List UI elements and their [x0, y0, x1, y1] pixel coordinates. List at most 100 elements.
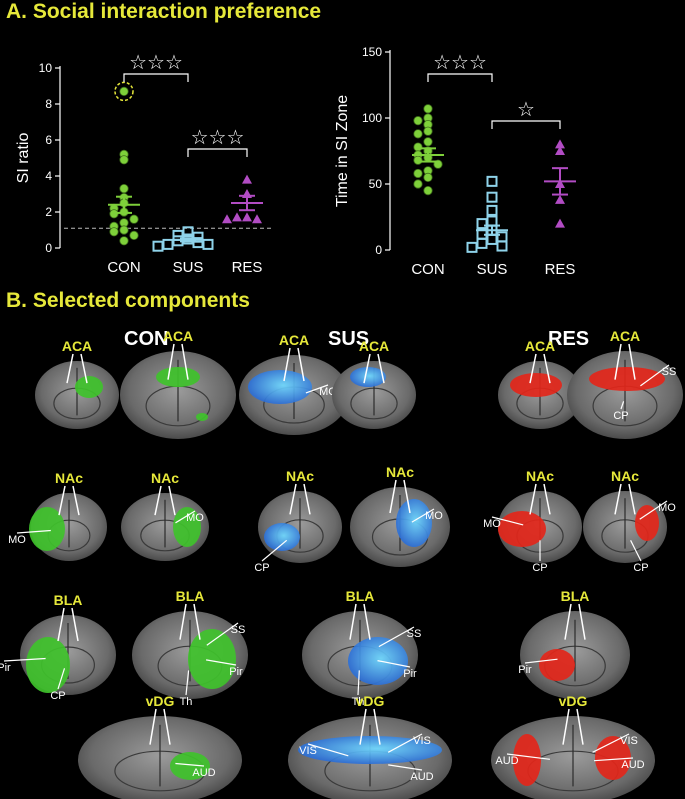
data-point — [486, 233, 498, 245]
anatomy-label: Pir — [518, 664, 532, 676]
label-leader — [283, 347, 291, 382]
data-point — [555, 194, 565, 204]
data-point — [423, 104, 433, 114]
anatomy-label: MO — [658, 502, 676, 514]
label-leader — [206, 622, 239, 646]
label-leader — [363, 603, 371, 640]
label-leader — [543, 353, 551, 384]
label-leader — [628, 483, 636, 515]
label-leader — [564, 603, 572, 640]
region-label: ACA — [525, 338, 555, 354]
y-tick-label: 100 — [362, 111, 382, 125]
label-leader — [389, 479, 397, 514]
y-tick-label: 4 — [45, 169, 52, 183]
data-point — [423, 186, 433, 196]
label-leader — [3, 657, 46, 662]
label-leader — [80, 353, 88, 384]
label-leader — [349, 603, 357, 640]
region-label: ACA — [610, 328, 640, 344]
y-tick-label: 8 — [45, 97, 52, 111]
anatomy-label: SS — [407, 628, 422, 640]
y-tick-label: 0 — [45, 241, 52, 255]
region-label: vDG — [356, 693, 385, 709]
label-leader — [373, 708, 381, 745]
label-leader — [357, 670, 360, 696]
data-point — [413, 168, 423, 179]
region-label: vDG — [559, 693, 588, 709]
data-point — [413, 142, 423, 152]
significance-stars: ☆☆☆ — [191, 127, 245, 149]
activation-blob — [156, 367, 200, 387]
label-leader — [16, 529, 51, 534]
label-leader — [628, 343, 636, 380]
x-tick-label: CON — [411, 261, 444, 278]
activation-blob — [196, 413, 208, 421]
data-point — [109, 227, 119, 237]
y-axis-label: SI ratio — [15, 133, 32, 184]
label-leader — [66, 353, 74, 384]
x-tick-label: CON — [107, 259, 140, 276]
anatomy-label: AUD — [495, 755, 518, 767]
data-point — [119, 86, 129, 97]
label-leader — [175, 510, 196, 524]
anatomy-label: CP — [633, 562, 648, 574]
section-a-title: A. Social interaction preference — [6, 0, 322, 23]
region-label: vDG — [146, 693, 175, 709]
anatomy-label: MO — [186, 512, 204, 524]
data-point — [252, 214, 262, 224]
data-point — [496, 231, 508, 243]
label-leader — [576, 708, 584, 745]
region-label: ACA — [163, 328, 193, 344]
label-leader — [167, 343, 175, 380]
activation-blob — [510, 373, 562, 397]
region-label: BLA — [54, 592, 83, 608]
activation-blob — [589, 367, 665, 391]
label-leader — [388, 764, 423, 771]
label-leader — [524, 658, 558, 664]
anatomy-label: MO — [425, 510, 443, 522]
label-leader — [363, 353, 371, 384]
activation-blob — [173, 507, 201, 547]
group-title-res: RES — [548, 328, 590, 350]
label-leader — [297, 347, 305, 382]
anatomy-label: Th — [180, 696, 193, 708]
data-point — [119, 236, 129, 246]
anatomy-label: VIS — [620, 735, 638, 747]
activation-blob — [264, 523, 300, 551]
x-tick-label: SUS — [173, 259, 204, 276]
label-leader — [506, 753, 550, 760]
anatomy-label: CP — [613, 410, 628, 422]
label-leader — [58, 485, 66, 516]
region-label: ACA — [279, 332, 309, 348]
data-point — [423, 137, 433, 147]
activation-blob — [513, 734, 541, 786]
region-label: BLA — [346, 588, 375, 604]
data-point — [119, 155, 129, 165]
region-label: BLA — [176, 588, 205, 604]
data-point — [413, 179, 423, 189]
anatomy-label: VIS — [413, 735, 431, 747]
label-leader — [57, 668, 66, 690]
label-leader — [57, 607, 65, 642]
data-point — [152, 240, 164, 252]
region-label: NAc — [55, 470, 83, 486]
data-point — [413, 116, 423, 126]
activation-blob — [350, 367, 386, 387]
activation-blob — [635, 505, 659, 541]
data-point — [202, 238, 214, 250]
data-point — [222, 214, 232, 224]
label-leader — [377, 660, 411, 668]
anatomy-label: Pir — [229, 666, 243, 678]
